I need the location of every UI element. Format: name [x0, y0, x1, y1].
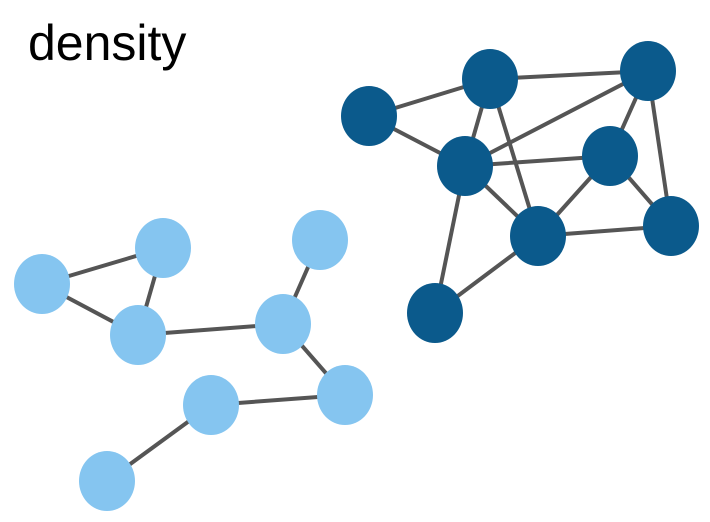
node-dense-d5 [582, 126, 638, 186]
node-dense-d8 [407, 283, 463, 343]
node-dense-d4 [437, 136, 493, 196]
node-sparse-s4 [292, 210, 348, 270]
node-sparse-s5 [255, 294, 311, 354]
node-sparse-s6 [317, 365, 373, 425]
node-sparse-s3 [110, 305, 166, 365]
node-dense-d3 [620, 41, 676, 101]
diagram-title: density [28, 15, 187, 71]
node-dense-d2 [462, 49, 518, 109]
node-sparse-s1 [14, 254, 70, 314]
node-sparse-s2 [135, 218, 191, 278]
node-dense-d1 [341, 86, 397, 146]
node-dense-d6 [510, 206, 566, 266]
node-sparse-s7 [183, 375, 239, 435]
node-dense-d7 [643, 196, 699, 256]
edge-d3-d4 [463, 69, 650, 168]
nodes-layer [14, 41, 699, 511]
node-sparse-s8 [79, 451, 135, 511]
